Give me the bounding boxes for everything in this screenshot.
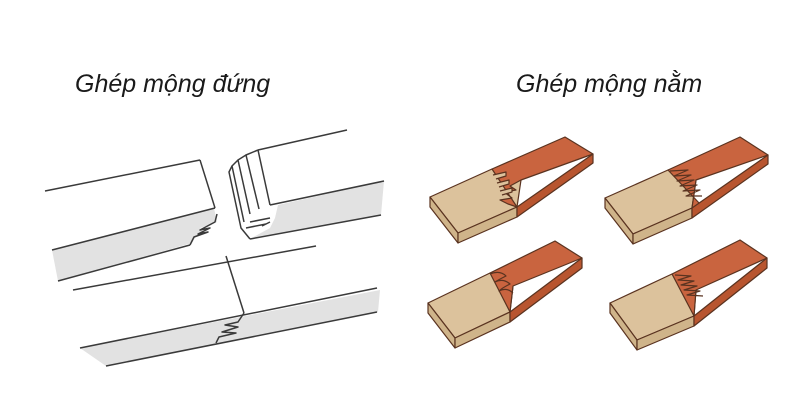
vertical-joint-title: Ghép mộng đứng: [75, 70, 271, 98]
vertical-joint-diagram: [44, 129, 385, 367]
block-rounded-finger-bottom-left: [427, 240, 583, 349]
right-board-separated: [228, 129, 385, 240]
joined-boards: [72, 245, 380, 367]
block-zigzag-finger-bottom-right: [609, 239, 768, 351]
horizontal-joint-title: Ghép mộng nằm: [516, 70, 703, 98]
horizontal-joint-diagram: [427, 136, 769, 351]
block-zigzag-finger-top-right: [604, 136, 769, 245]
block-straight-finger-top-left: [429, 136, 594, 244]
left-board-separated: [44, 159, 218, 282]
